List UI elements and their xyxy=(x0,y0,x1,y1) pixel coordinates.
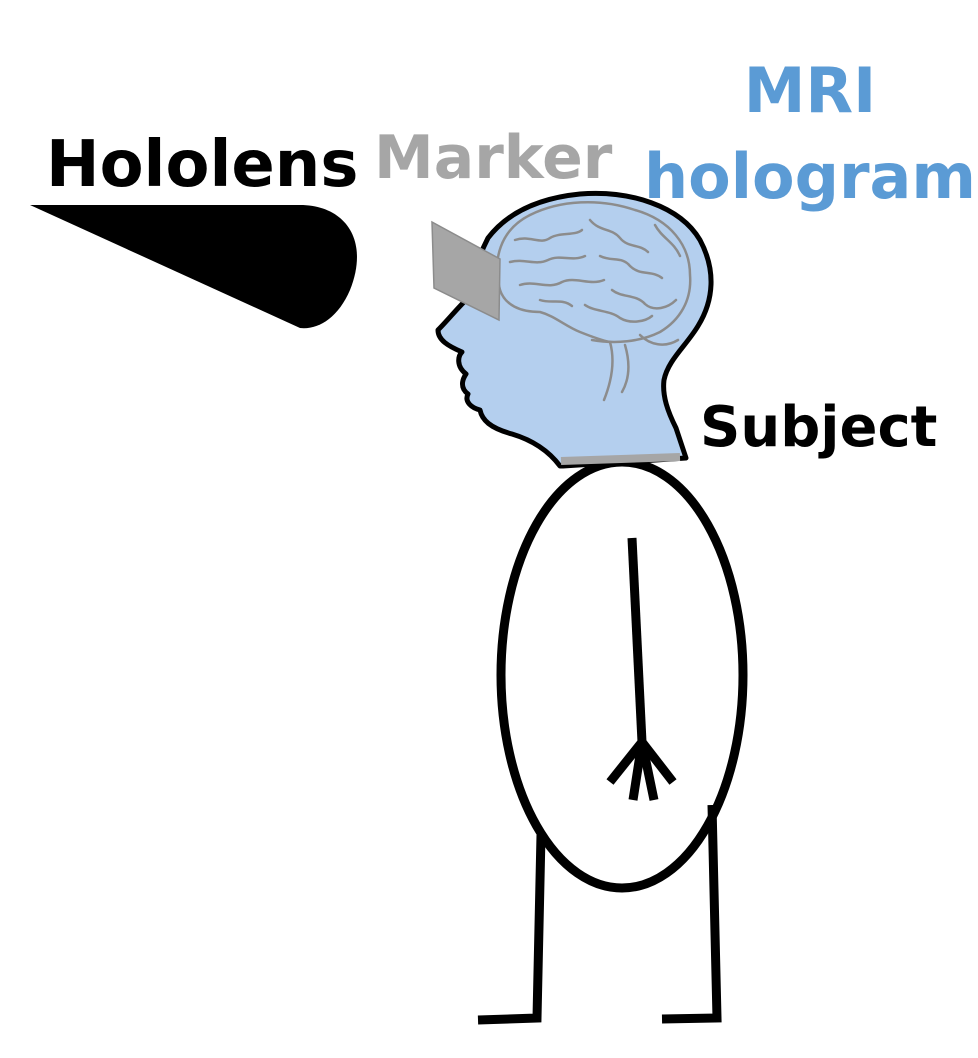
brain-icon xyxy=(495,200,692,402)
hololens-device-icon xyxy=(30,205,357,329)
legs xyxy=(477,804,722,1025)
label-mri-line2: hologram xyxy=(644,140,976,213)
label-hololens: Hololens xyxy=(46,128,358,202)
label-marker: Marker xyxy=(374,123,613,193)
neck-band xyxy=(560,453,681,465)
hand-finger-4 xyxy=(638,739,677,785)
marker-card-icon xyxy=(431,220,501,322)
body-oval xyxy=(496,457,748,893)
left-leg xyxy=(477,834,546,1025)
label-subject: Subject xyxy=(700,395,937,460)
label-mri-line1: MRI xyxy=(744,54,877,127)
right-leg xyxy=(661,804,722,1024)
arm xyxy=(606,537,677,801)
arm-line xyxy=(627,537,647,743)
